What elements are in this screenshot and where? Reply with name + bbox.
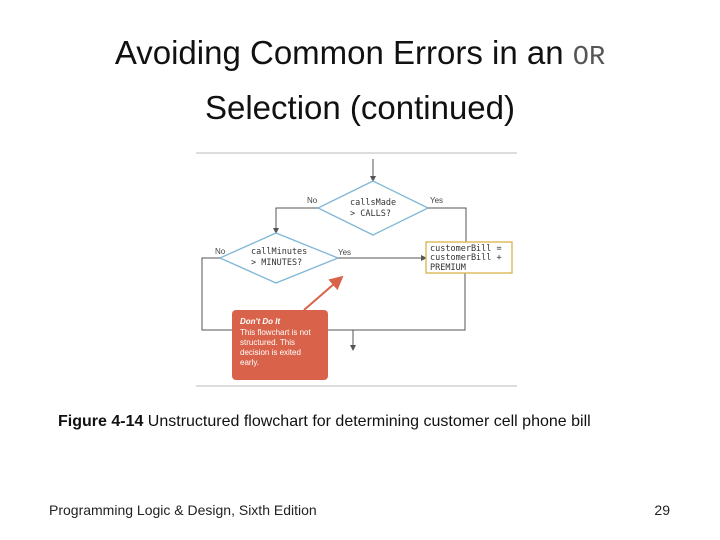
footer-book-title: Programming Logic & Design, Sixth Editio… [49, 502, 317, 518]
caption-label: Figure 4-14 [58, 413, 144, 430]
decision1-no-line [273, 207, 318, 234]
process-customer-bill [425, 241, 513, 274]
figure-caption: Figure 4-14 Unstructured flowchart for d… [58, 413, 698, 431]
warning-note-line1: This flowchart is not [240, 328, 311, 337]
decision2-text-line2: > MINUTES? [251, 258, 302, 268]
decision1-no-label: No [307, 196, 318, 205]
title-keyword: OR [572, 43, 606, 73]
warning-note-line3: decision is exited [240, 348, 301, 357]
process-text-line2: customerBill + [430, 253, 502, 263]
warning-note [232, 310, 328, 380]
decision2-yes-label: Yes [338, 248, 351, 257]
decision1-text-line2: > CALLS? [350, 209, 391, 219]
decision-call-minutes [218, 232, 340, 284]
page-number: 29 [654, 502, 670, 518]
warning-note-title: Don't Do It [240, 317, 280, 326]
process-text-line3: PREMIUM [430, 263, 466, 273]
decision2-no-line [201, 257, 466, 331]
decision1-text-line1: callsMade [350, 198, 396, 208]
warning-note-line4: early. [240, 358, 259, 367]
title-line1-prefix: Avoiding Common Errors in an [114, 34, 573, 71]
process-text-line1: customerBill = [430, 244, 502, 254]
warning-note-line2: structured. This [240, 338, 295, 347]
caption-text: Unstructured flowchart for determining c… [143, 413, 591, 430]
flowchart-diagram: callsMade > CALLS? No Yes callMinutes > … [196, 152, 517, 387]
decision2-no-label: No [215, 247, 226, 256]
decision1-yes-label: Yes [430, 196, 443, 205]
decision-calls-made [316, 180, 430, 236]
decision2-text-line1: callMinutes [251, 247, 307, 257]
decision1-yes-line [428, 207, 467, 242]
slide-title: Avoiding Common Errors in an OR Selectio… [0, 28, 720, 133]
warning-pointer-arrow [303, 275, 344, 311]
title-line2: Selection (continued) [204, 89, 516, 126]
